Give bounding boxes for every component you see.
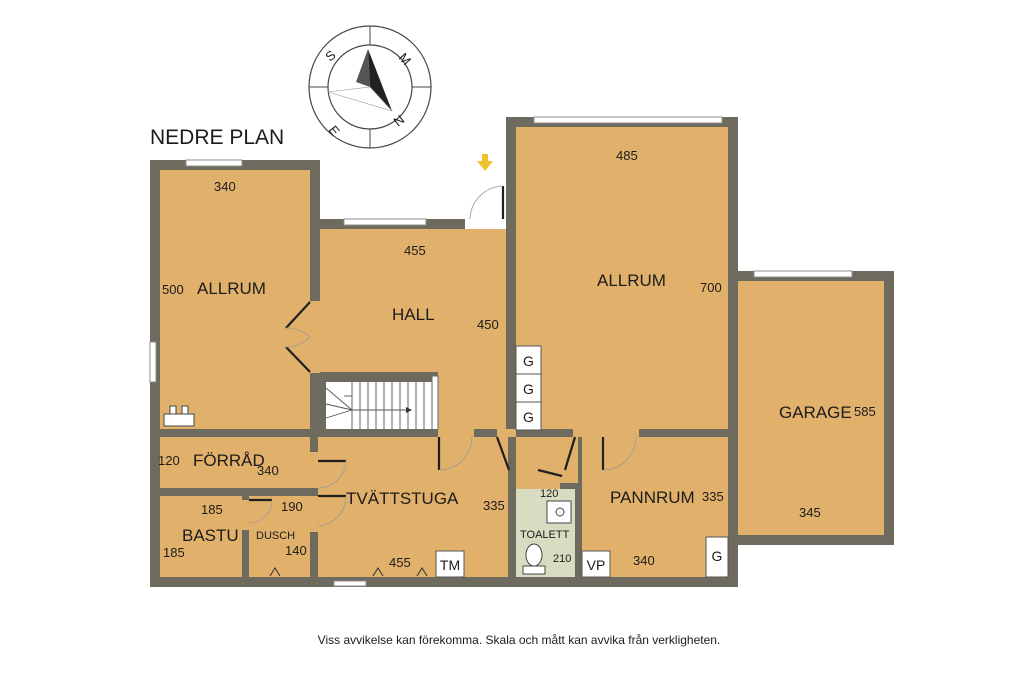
- floor-hall: [320, 229, 506, 376]
- toilet-icon: [525, 543, 543, 567]
- dim-toalett-width: 120: [540, 488, 558, 500]
- door-openings: [242, 219, 639, 532]
- floor-forrad: [160, 437, 310, 488]
- dim-tvattstuga-width: 455: [389, 555, 411, 570]
- tm-box: [435, 550, 465, 578]
- dim-hall-width: 455: [404, 243, 426, 258]
- doors: [248, 185, 637, 527]
- compass: S M N E: [308, 25, 432, 149]
- dim-allrum-right-depth: 700: [700, 280, 722, 295]
- vp-box: [581, 550, 611, 578]
- windows: [149, 116, 853, 587]
- room-name-dusch: DUSCH: [256, 530, 295, 542]
- toilet-fixtures: [522, 500, 572, 575]
- wardrobe-1-label: G: [523, 353, 534, 369]
- room-name-allrum-right: ALLRUM: [597, 271, 666, 290]
- dim-garage-depth: 585: [854, 404, 876, 419]
- wardrobe-2-label: G: [523, 381, 534, 397]
- room-name-forrad: FÖRRÅD: [193, 451, 265, 470]
- wardrobe-2: [515, 373, 542, 403]
- dim-bastu-width: 185: [201, 502, 223, 517]
- dim-forrad-depth: 120: [158, 453, 180, 468]
- floor-garage: [738, 281, 884, 535]
- plan-title: NEDRE PLAN: [150, 126, 284, 149]
- floor-tvattstuga: [318, 437, 508, 577]
- dim-garage-width: 345: [799, 505, 821, 520]
- floor-drains: [269, 567, 428, 577]
- disclaimer-text: Viss avvikelse kan förekomma. Skala och …: [318, 633, 721, 647]
- sauna-stove-icon: [163, 405, 195, 427]
- room-name-toalett: TOALETT: [520, 529, 570, 541]
- wardrobe-3-label: G: [523, 409, 534, 425]
- room-name-garage: GARAGE: [779, 403, 852, 422]
- room-name-pannrum: PANNRUM: [610, 488, 695, 507]
- dim-allrum-left-width: 340: [214, 179, 236, 194]
- dim-allrum-right-width: 485: [616, 148, 638, 163]
- dim-hall-depth: 450: [477, 317, 499, 332]
- tm-label: TM: [440, 557, 460, 573]
- room-name-hall: HALL: [392, 305, 435, 324]
- floor-allrum-right: [516, 127, 728, 429]
- dim-pannrum-depth: 335: [702, 489, 724, 504]
- wardrobe-4-label: G: [712, 548, 723, 564]
- dim-dusch-width: 190: [281, 499, 303, 514]
- room-name-allrum-left: ALLRUM: [197, 279, 266, 298]
- room-name-tvattstuga: TVÄTTSTUGA: [346, 489, 459, 508]
- dim-toalett-depth: 210: [553, 553, 571, 565]
- dim-dusch-depth: 140: [285, 543, 307, 558]
- dim-tvattstuga-depth: 335: [483, 498, 505, 513]
- room-labels: ALLRUM 340 500 HALL 455 450 ALLRUM 485 7…: [158, 148, 876, 570]
- compass-needle: [368, 49, 392, 111]
- floor-allrum-left: [160, 170, 310, 429]
- sink-icon: [546, 500, 572, 524]
- dim-pannrum-width: 340: [633, 553, 655, 568]
- wardrobe-4: [705, 536, 729, 578]
- room-floors: [160, 127, 884, 577]
- entrance-arrow-icon: [477, 154, 493, 171]
- room-name-bastu: BASTU: [182, 526, 239, 545]
- floor-bastu: [160, 496, 242, 577]
- staircase: [316, 372, 439, 432]
- fixture-boxes: G G G G TM VP: [435, 345, 729, 578]
- floor-dusch: [249, 496, 310, 577]
- vp-label: VP: [587, 557, 606, 573]
- wardrobe-3: [515, 401, 542, 431]
- dim-allrum-left-depth: 500: [162, 282, 184, 297]
- dim-bastu-depth: 185: [163, 545, 185, 560]
- dim-forrad-width: 340: [257, 463, 279, 478]
